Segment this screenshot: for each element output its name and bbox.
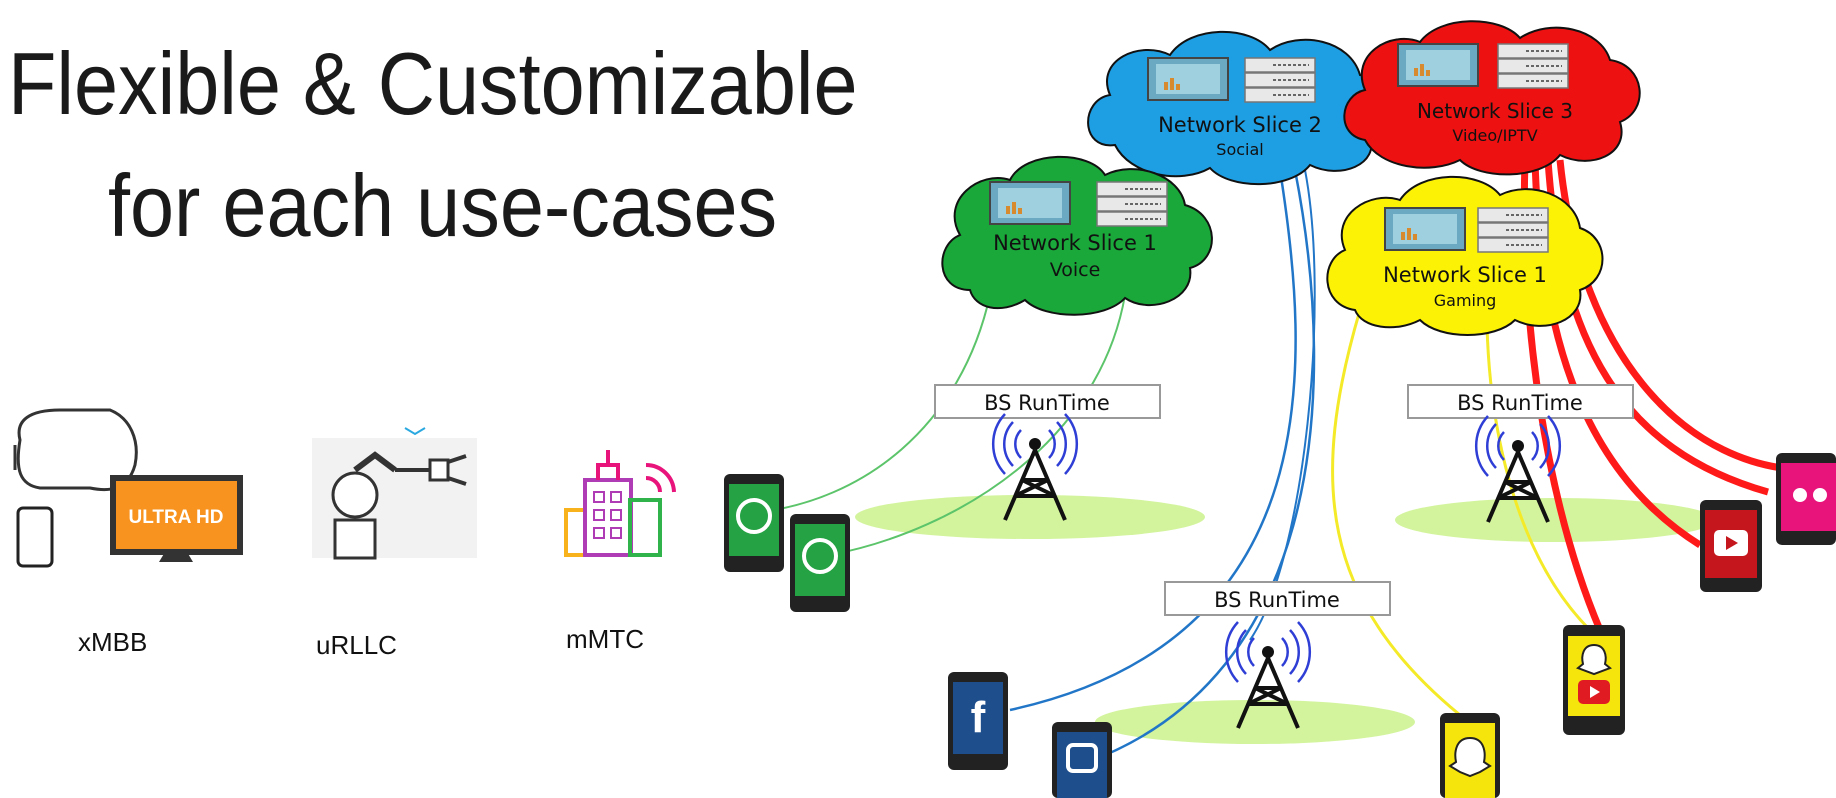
- base-station-label: BS RunTime: [1457, 391, 1583, 415]
- base-station-1: BS RunTime: [934, 384, 1161, 522]
- coverage-area-3: [1095, 700, 1415, 744]
- title-line-1: Flexible & Customizable: [8, 34, 858, 133]
- video-link-4: [1556, 159, 1811, 474]
- base-station-label: BS RunTime: [1214, 588, 1340, 612]
- social-link-2: [1069, 169, 1316, 770]
- use-case-label-mmtc: mMTC: [566, 624, 644, 654]
- gaming-link-2: [1485, 324, 1592, 632]
- device-facebook: f: [948, 672, 1008, 770]
- snapchat-icon: [1448, 736, 1492, 778]
- cloud-network-slice-1-gaming: Network Slice 1 Gaming: [1326, 175, 1604, 336]
- base-station-2: BS RunTime: [1407, 384, 1634, 524]
- video-link-3: [1544, 159, 1769, 496]
- whatsapp-icon: [802, 538, 838, 574]
- coverage-area-1: [855, 495, 1205, 539]
- slice-service: Voice: [1050, 259, 1101, 281]
- voice-link-2: [829, 294, 1126, 556]
- coverage-area-2: [1395, 498, 1715, 542]
- facebook-icon: f: [971, 693, 986, 742]
- device-snapchat-youtube: [1563, 625, 1625, 735]
- device-whatsapp-1: [724, 474, 784, 572]
- slice-service: Video/IPTV: [1452, 126, 1537, 145]
- use-case-label-xmbb: xMBB: [78, 627, 148, 657]
- base-station-label: BS RunTime: [984, 391, 1110, 415]
- device-snapchat: [1440, 713, 1500, 798]
- slice-name: Network Slice 1: [993, 231, 1157, 255]
- slice-service: Gaming: [1434, 291, 1497, 310]
- use-case-label-urllc: uRLLC: [316, 630, 397, 660]
- cloud-network-slice-1-voice: Network Slice 1 Voice: [941, 155, 1213, 316]
- slice-name: Network Slice 3: [1417, 99, 1573, 123]
- device-youtube: [1700, 500, 1762, 592]
- whatsapp-icon: [736, 498, 772, 534]
- slice-service: Social: [1216, 140, 1263, 159]
- base-station-3: BS RunTime: [1164, 581, 1391, 730]
- social-link-3: [1249, 169, 1316, 641]
- gaming-link-1: [1331, 309, 1461, 717]
- slice-name: Network Slice 2: [1158, 113, 1322, 137]
- cloud-network-slice-3: Network Slice 3 Video/IPTV: [1343, 20, 1641, 176]
- robotic-arm-icon: [312, 427, 477, 560]
- cloud-network-slice-2: Network Slice 2 Social: [1087, 30, 1391, 186]
- vr-headset-phone-uhd-tv-icon: ULTRA HD: [13, 408, 243, 568]
- device-instagram: [1052, 722, 1112, 798]
- flickr-icon: [1793, 488, 1807, 502]
- device-whatsapp-2: [790, 514, 850, 612]
- slice-name: Network Slice 1: [1383, 263, 1547, 287]
- tv-text: ULTRA HD: [129, 507, 224, 528]
- social-link-1: [1009, 169, 1297, 712]
- device-flickr: [1776, 453, 1836, 545]
- title-line-2: for each use-cases: [108, 156, 778, 255]
- instagram-icon: [1066, 743, 1098, 773]
- voice-link-1: [759, 294, 991, 513]
- smart-city-building-icon: [564, 450, 676, 557]
